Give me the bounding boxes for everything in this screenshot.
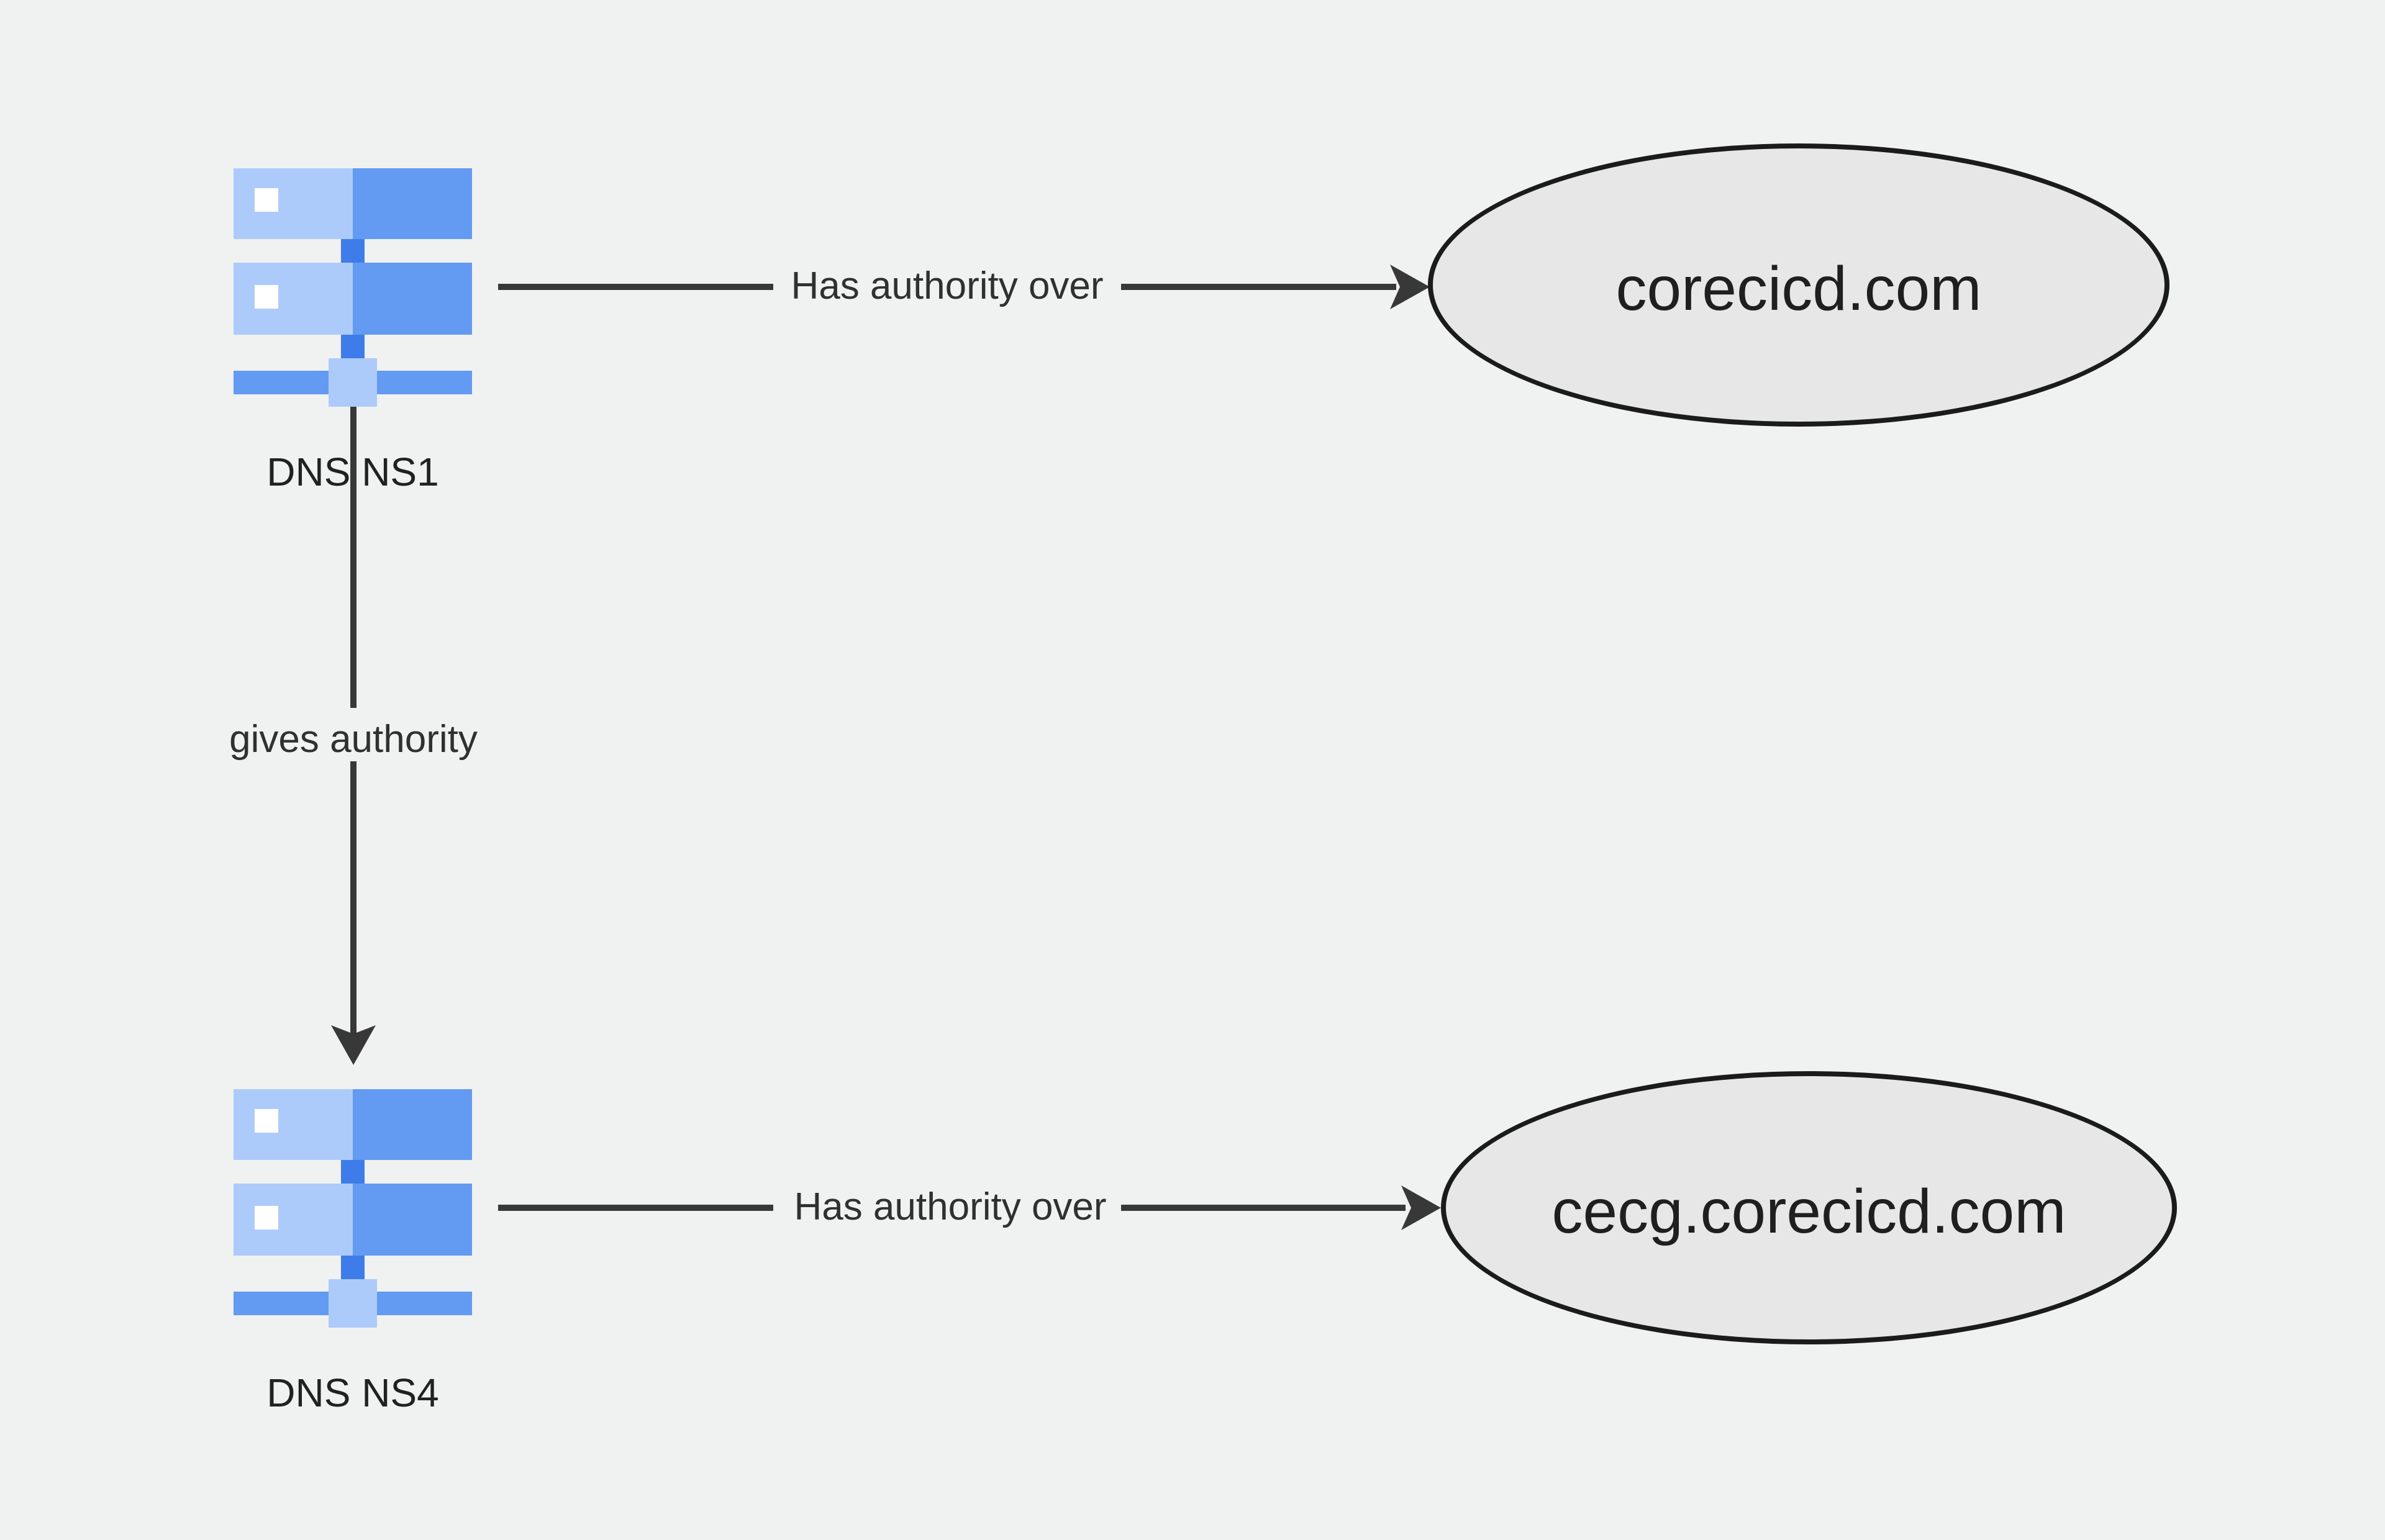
- dns-server-icon: [234, 1089, 472, 1328]
- server-unit-top-right: [353, 1089, 472, 1160]
- server-connector-icon: [341, 335, 365, 358]
- server-unit-bottom-left: [234, 1184, 353, 1256]
- node-label-dns-ns4: DNS NS4: [266, 1370, 439, 1415]
- server-unit-top-left: [234, 1089, 353, 1160]
- edge-label-gives-authority: gives authority: [229, 718, 478, 761]
- server-unit-bottom-left: [234, 263, 353, 335]
- server-unit-top-right: [353, 168, 472, 239]
- edge-line-ns1-ns4-bottom: [350, 761, 357, 1035]
- node-corecicd: corecicd.com: [1428, 143, 2169, 427]
- node-cecg-corecicd: cecg.corecicd.com: [1441, 1071, 2177, 1344]
- edge-label-has-authority-over-1: Has authority over: [791, 265, 1104, 308]
- edge-label-has-authority-over-2: Has authority over: [794, 1185, 1107, 1229]
- arrowhead-right-icon: [1401, 1185, 1441, 1230]
- server-led-icon: [255, 188, 278, 212]
- server-connector-icon: [341, 1160, 365, 1184]
- node-label-corecicd: corecicd.com: [1615, 253, 1982, 324]
- arrowhead-right-icon: [1390, 265, 1430, 309]
- server-led-icon: [255, 1206, 278, 1230]
- server-unit-bottom-right: [353, 263, 472, 335]
- server-led-icon: [255, 285, 278, 309]
- network-hub-icon: [329, 358, 377, 407]
- server-connector-icon: [341, 239, 365, 263]
- edge-line-ns4-cecg-right: [1121, 1205, 1406, 1211]
- arrowhead-down-icon: [331, 1025, 376, 1065]
- edge-line-ns1-ns4-top: [350, 407, 357, 708]
- edge-line-ns1-corecicd-right: [1121, 284, 1396, 290]
- server-connector-icon: [341, 1256, 365, 1279]
- node-label-cecg-corecicd: cecg.corecicd.com: [1551, 1176, 2066, 1246]
- network-hub-icon: [329, 1279, 377, 1328]
- server-led-icon: [255, 1109, 278, 1133]
- server-unit-top-left: [234, 168, 353, 239]
- server-unit-bottom-right: [353, 1184, 472, 1256]
- dns-server-icon: [234, 168, 472, 407]
- edge-line-ns1-corecicd-left: [498, 284, 773, 290]
- edge-line-ns4-cecg-left: [498, 1205, 773, 1211]
